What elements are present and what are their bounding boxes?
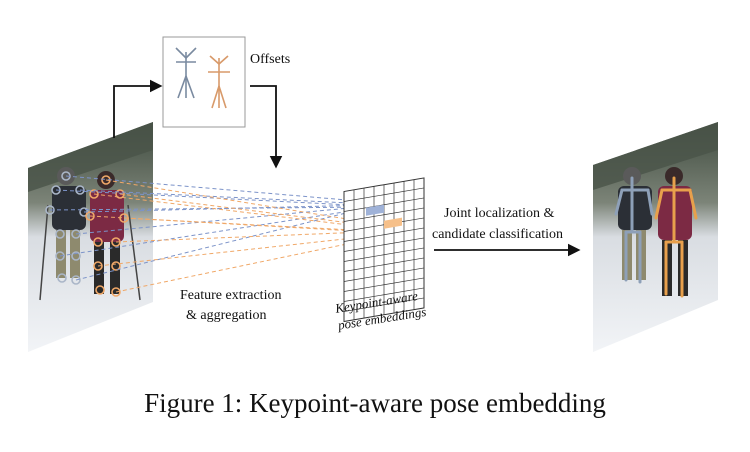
output-photo [593, 122, 718, 352]
grid-line [344, 247, 424, 262]
skeleton-left [614, 176, 654, 284]
skier-right [90, 171, 141, 301]
grid-line [344, 277, 424, 292]
feature-extraction-label: Feature extraction [180, 288, 282, 303]
figure-caption: Figure 1: Keypoint-aware pose embedding [144, 388, 606, 418]
grid-line [344, 267, 424, 282]
joint-localization-label: Joint localization & [444, 206, 555, 221]
grid-line [344, 287, 424, 302]
grid-line [344, 227, 424, 242]
grid-line [344, 297, 424, 312]
offsets-label: Offsets [250, 52, 291, 67]
keypoints-left [45, 171, 89, 285]
skeleton-right [654, 176, 698, 298]
aggregation-label: & aggregation [186, 308, 267, 323]
grid-line [344, 207, 424, 222]
candidate-classification-label: candidate classification [432, 227, 563, 242]
input-photo [28, 122, 153, 352]
embedding-grid [343, 177, 425, 323]
connector-arrows [113, 79, 581, 257]
grid-line [344, 237, 424, 252]
offsets-box [162, 36, 246, 128]
grid-line [344, 257, 424, 272]
feature-lines-blue [49, 175, 371, 281]
grid-line [344, 187, 424, 202]
